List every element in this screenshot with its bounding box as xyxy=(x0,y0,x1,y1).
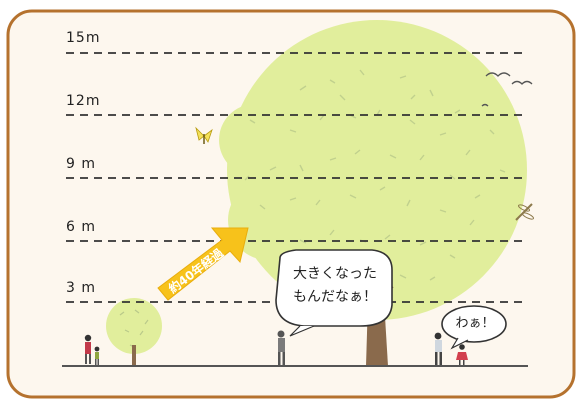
speech-bubble-small xyxy=(441,305,507,350)
speech-bubble-large xyxy=(275,249,393,337)
birds-icon xyxy=(481,72,533,107)
speech-large-line1: 大きくなった xyxy=(293,266,377,282)
height-label-6m: 6 m xyxy=(66,219,96,235)
butterfly-icon xyxy=(195,126,213,144)
growth-arrow xyxy=(157,227,249,301)
dragonfly-icon xyxy=(515,203,535,221)
speech-large-line2: もんだなぁ！ xyxy=(293,289,377,305)
height-label-12m: 12m xyxy=(66,93,101,109)
small-tree-canopy xyxy=(106,298,162,354)
height-label-9m: 9 m xyxy=(66,156,96,172)
small-tree xyxy=(106,298,162,365)
height-label-15m: 15m xyxy=(66,30,101,46)
person-icon xyxy=(84,330,468,365)
large-tree xyxy=(219,20,527,366)
large-tree-canopy xyxy=(227,20,527,320)
speech-small: わぁ！ xyxy=(455,316,495,331)
height-label-3m: 3 m xyxy=(66,280,96,296)
